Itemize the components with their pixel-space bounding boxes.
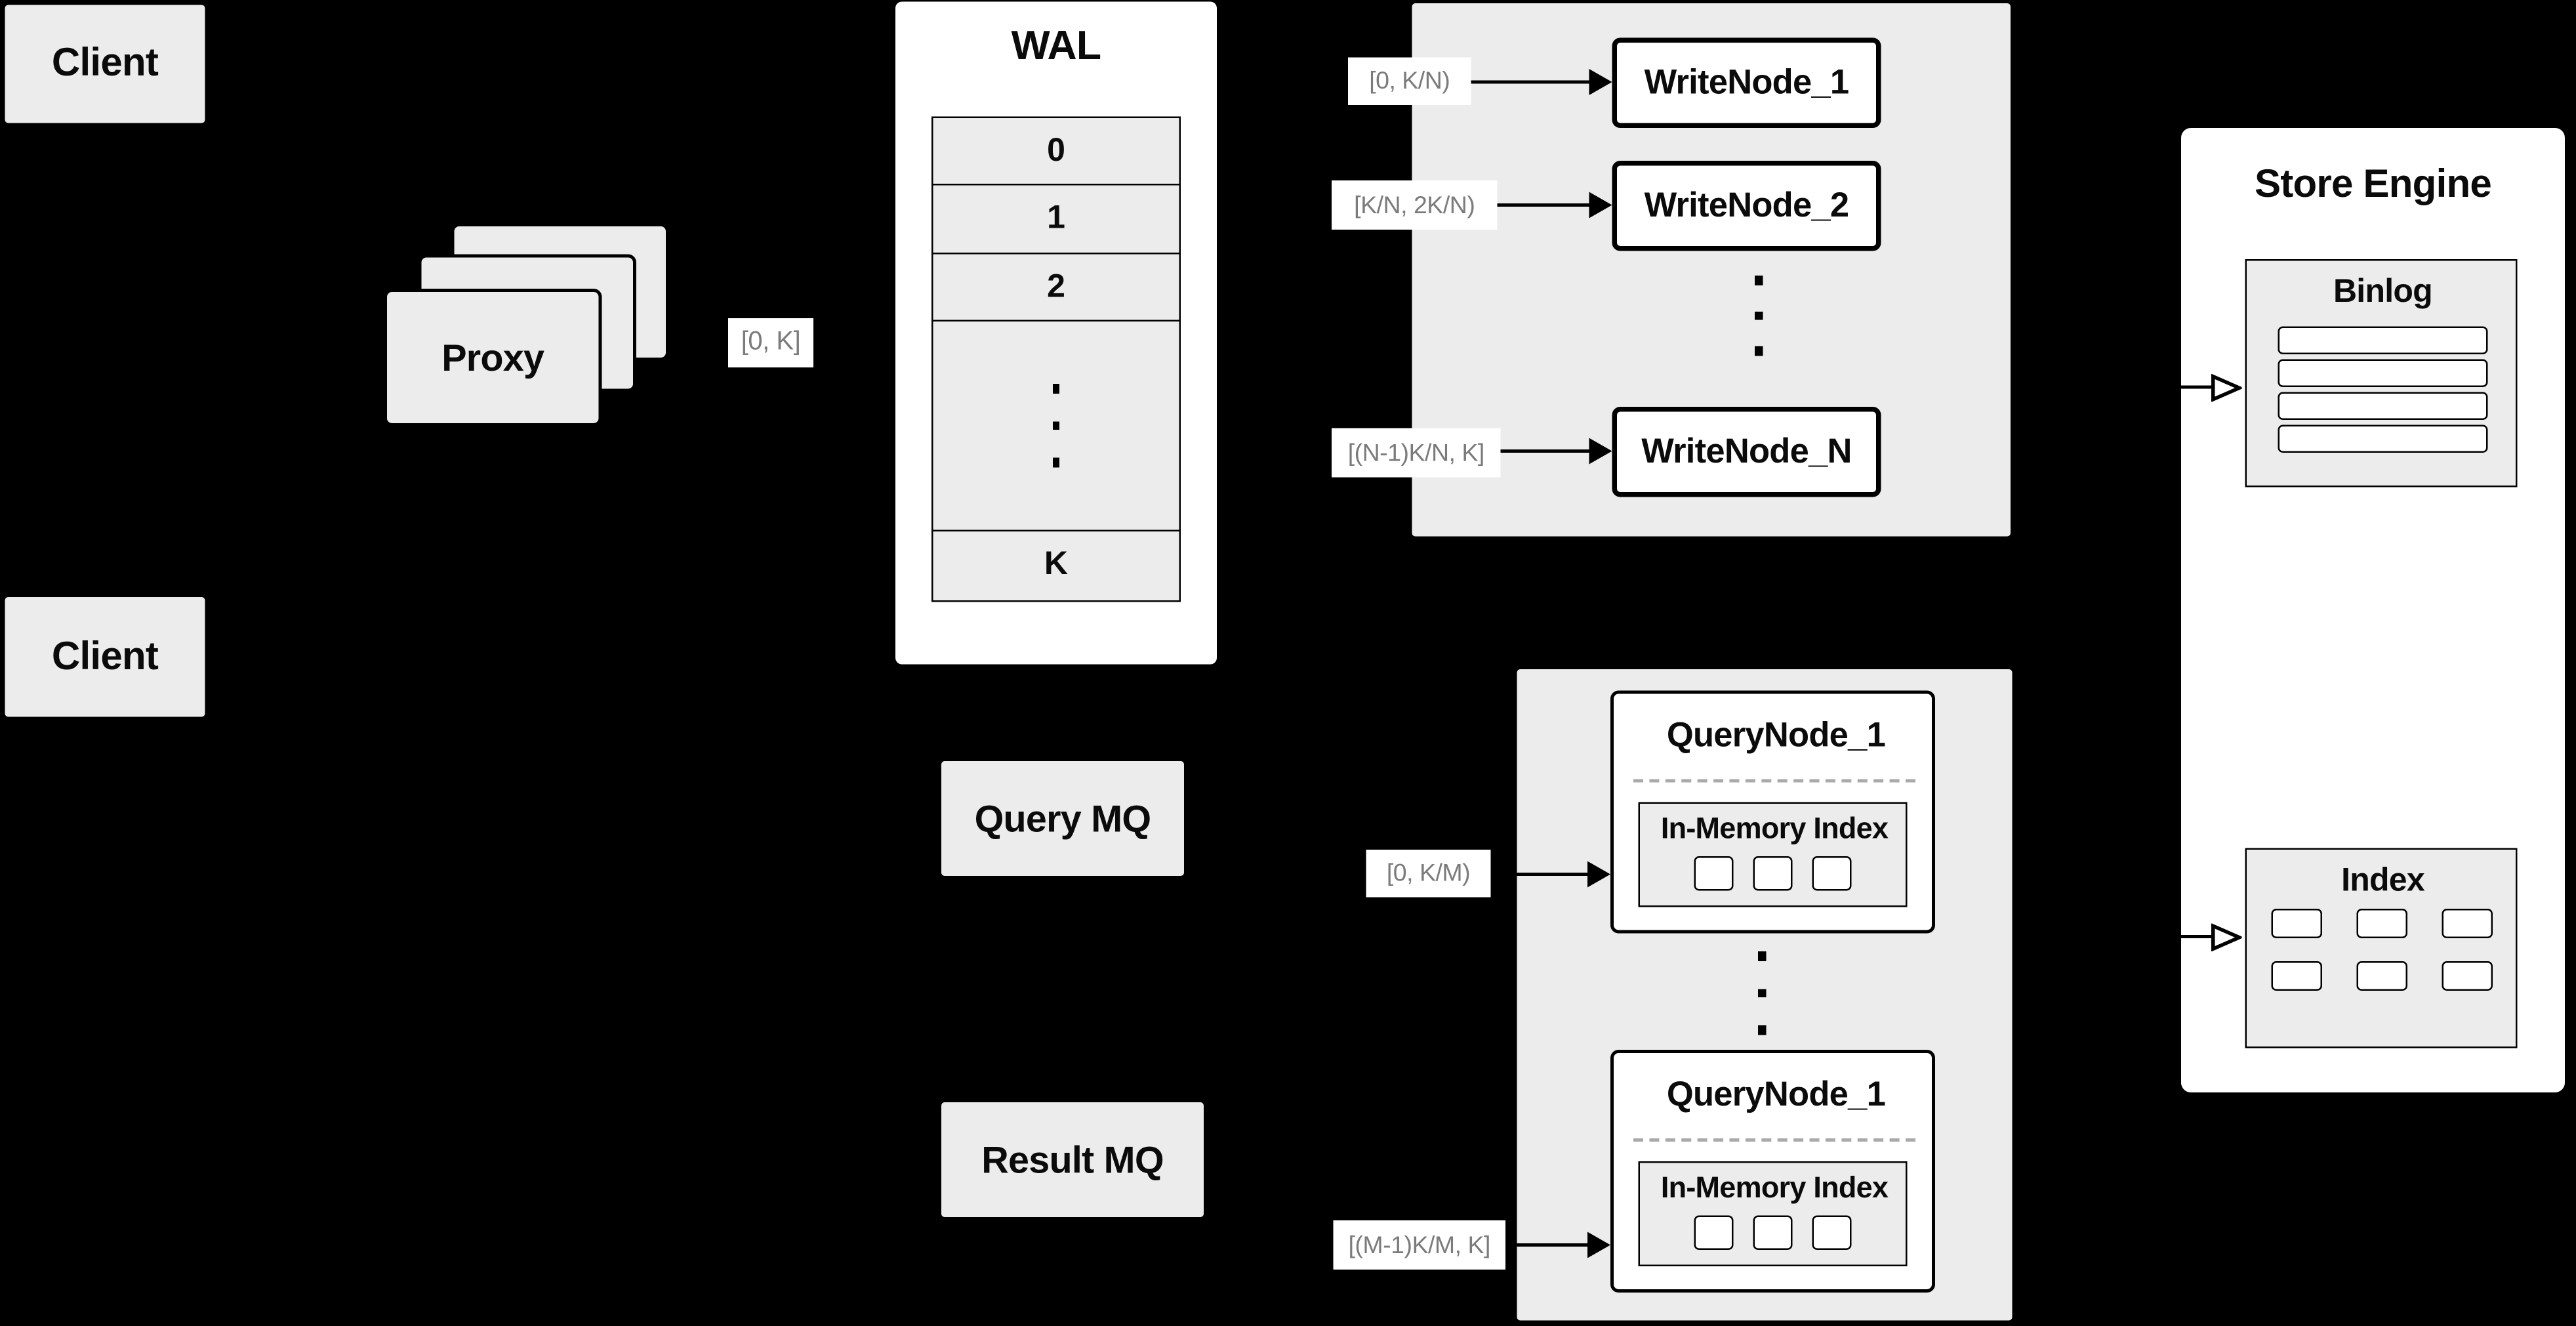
store-engine-title: Store Engine	[2254, 162, 2492, 207]
in-memory-index-cell	[1812, 856, 1852, 891]
in-memory-index-top-title: In-Memory Index	[1660, 811, 1889, 844]
wal-segment-table: 0 1 2 K	[931, 115, 1181, 602]
range-label-querynode-top-text: [0, K/M)	[1386, 860, 1471, 888]
arrow-writenode-1-line	[1471, 79, 1591, 85]
range-label-writenode-1: [0, K/N)	[1348, 57, 1471, 105]
range-label-writenode-2-text: [K/N, 2K/N)	[1354, 191, 1475, 219]
arrow-writenode-n-line	[1500, 448, 1591, 453]
querynode-bottom-title: QueryNode_1	[1666, 1076, 1886, 1114]
wal-segment-2: 2	[931, 251, 1181, 323]
arrow-index-line	[2181, 934, 2214, 939]
arrow-index-head	[2211, 923, 2242, 951]
result-mq-box: Result MQ	[941, 1102, 1204, 1217]
index-box: Index	[2245, 848, 2518, 1048]
wal-segment-1-label: 1	[1047, 200, 1065, 236]
range-label-querynode-top: [0, K/M)	[1366, 850, 1491, 898]
arrow-writenode-1-head	[1589, 69, 1612, 95]
arrow-binlog-line	[2181, 384, 2214, 390]
wal-segment-0-label: 0	[1047, 132, 1065, 169]
range-label-querynode-bottom: [(M-1)K/M, K]	[1333, 1220, 1505, 1270]
index-title: Index	[2341, 861, 2425, 898]
writenode-2-label: WriteNode_2	[1644, 186, 1849, 224]
index-cell	[2271, 961, 2322, 991]
querynode-top-box: QueryNode_1 In-Memory Index	[1610, 690, 1935, 934]
in-memory-index-cell	[1753, 1215, 1793, 1250]
arrow-querynode-top-head	[1587, 861, 1610, 888]
wal-title: WAL	[1011, 22, 1101, 68]
querynode-bottom-divider	[1633, 1138, 1915, 1142]
query-mq-box: Query MQ	[941, 761, 1184, 876]
proxy-stack: Proxy	[384, 223, 669, 426]
result-mq-label: Result MQ	[981, 1137, 1164, 1180]
range-label-writenode-1-text: [0, K/N)	[1369, 67, 1450, 96]
binlog-row	[2278, 359, 2488, 387]
in-memory-index-cell	[1753, 856, 1793, 891]
proxy-card-front: Proxy	[384, 289, 602, 426]
arrow-writenode-2-line	[1497, 202, 1591, 207]
arrow-querynode-bottom-line	[1505, 1242, 1589, 1247]
querynode-top-title: QueryNode_1	[1666, 716, 1886, 755]
index-cell	[2356, 961, 2407, 991]
arrow-binlog-head	[2211, 374, 2242, 402]
binlog-row	[2278, 392, 2488, 420]
querynode-bottom-box: QueryNode_1 In-Memory Index	[1610, 1050, 1935, 1293]
range-label-proxy-wal-text: [0, K]	[741, 328, 801, 356]
binlog-row	[2278, 425, 2488, 453]
wal-segment-2-label: 2	[1047, 268, 1065, 304]
in-memory-index-cell	[1812, 1215, 1852, 1250]
wal-segment-1: 1	[931, 184, 1181, 255]
binlog-box: Binlog	[2245, 259, 2518, 487]
query-cluster-ellipsis-dots	[1758, 951, 1766, 1035]
client-box-bottom: Client	[5, 597, 205, 717]
store-engine-panel: Store Engine Binlog Index	[2181, 128, 2565, 1092]
range-label-writenode-n-text: [(N-1)K/N, K]	[1347, 438, 1485, 467]
in-memory-index-cell	[1694, 856, 1734, 891]
client-top-label: Client	[51, 41, 159, 86]
index-cell	[2442, 909, 2493, 938]
in-memory-index-cell	[1694, 1215, 1734, 1250]
range-label-writenode-n: [(N-1)K/N, K]	[1332, 428, 1501, 478]
client-bottom-label: Client	[51, 634, 159, 678]
arrow-writenode-2-head	[1589, 192, 1612, 218]
writenode-2-box: WriteNode_2	[1612, 161, 1881, 251]
in-memory-index-bottom-title: In-Memory Index	[1660, 1170, 1889, 1203]
range-label-querynode-bottom-text: [(M-1)K/M, K]	[1348, 1231, 1491, 1259]
wal-ellipsis-dots	[1052, 384, 1060, 467]
range-label-proxy-wal: [0, K]	[728, 318, 813, 367]
wal-segment-ellipsis-cell	[931, 320, 1181, 531]
index-cell	[2271, 909, 2322, 938]
arrow-writenode-n-head	[1589, 438, 1612, 465]
in-memory-index-top-box: In-Memory Index	[1638, 802, 1908, 907]
binlog-row	[2278, 326, 2488, 354]
wal-segment-0: 0	[931, 115, 1181, 186]
in-memory-index-bottom-box: In-Memory Index	[1638, 1161, 1908, 1266]
wal-panel: WAL 0 1 2 K	[895, 1, 1217, 665]
proxy-label: Proxy	[441, 335, 544, 379]
arrow-querynode-top-line	[1490, 871, 1589, 877]
range-label-writenode-2: [K/N, 2K/N)	[1332, 180, 1498, 230]
client-box-top: Client	[5, 5, 205, 123]
writenode-1-label: WriteNode_1	[1644, 63, 1849, 101]
writenode-1-box: WriteNode_1	[1612, 37, 1881, 128]
writenode-n-label: WriteNode_N	[1641, 432, 1852, 470]
index-cell	[2442, 961, 2493, 991]
wal-segment-k-label: K	[1044, 546, 1069, 583]
writenode-n-box: WriteNode_N	[1612, 407, 1881, 497]
wal-segment-k: K	[931, 529, 1181, 602]
querynode-top-divider	[1633, 779, 1915, 783]
arrow-querynode-bottom-head	[1587, 1232, 1610, 1258]
index-cell	[2356, 909, 2407, 938]
binlog-title: Binlog	[2333, 273, 2433, 310]
write-cluster-ellipsis-dots	[1755, 276, 1763, 356]
query-mq-label: Query MQ	[974, 796, 1152, 839]
